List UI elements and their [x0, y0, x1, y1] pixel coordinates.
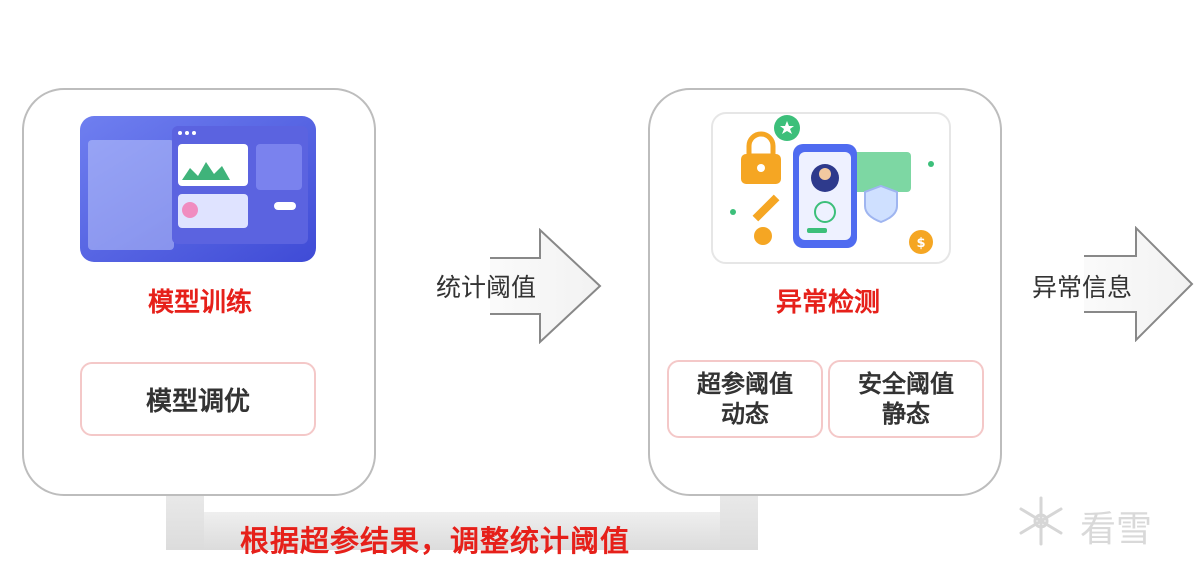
- feedback-bar: [166, 512, 758, 550]
- dynamic-threshold-line2: 动态: [721, 400, 769, 428]
- snowflake-icon: [1019, 496, 1063, 546]
- arrow-anomaly-info: [1024, 226, 1194, 342]
- arrow-threshold: [430, 228, 602, 344]
- training-title: 模型训练: [147, 288, 252, 318]
- static-threshold-line2: 静态: [882, 400, 930, 428]
- dynamic-threshold-line1: 超参阈值: [697, 370, 793, 398]
- svg-text:$: $: [916, 236, 925, 251]
- security-illustration: $: [711, 112, 951, 264]
- model-tuning-box: 模型调优: [80, 362, 316, 436]
- detection-title: 异常检测: [775, 288, 880, 318]
- watermark-text: 看雪: [1080, 509, 1153, 550]
- arrow-anomaly-info-label: 异常信息: [1032, 273, 1133, 302]
- static-threshold-line1: 安全阈值: [858, 370, 954, 398]
- static-threshold-box: 安全阈值 静态: [828, 360, 984, 438]
- dashboard-illustration: [80, 116, 316, 262]
- model-tuning-label: 模型调优: [145, 386, 250, 417]
- dynamic-threshold-box: 超参阈值 动态: [667, 360, 823, 438]
- feedback-label: 根据超参结果，调整统计阈值: [240, 524, 631, 558]
- arrow-threshold-label: 统计阈值: [436, 273, 537, 302]
